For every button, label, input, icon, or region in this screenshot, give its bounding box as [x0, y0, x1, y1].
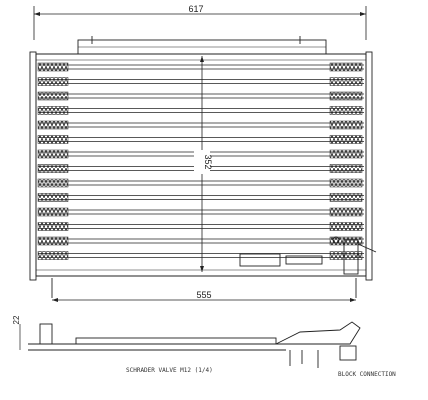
tube-row	[37, 251, 364, 260]
tube-rows	[37, 62, 364, 260]
core-height-label: 352	[203, 154, 213, 169]
tube-row	[37, 91, 364, 101]
tube-row	[37, 120, 364, 130]
thickness-label: 22	[12, 315, 21, 324]
schrader-valve-note: SCHRADER VALVE M12 (1/4)	[126, 367, 213, 374]
core-width-label: 555	[196, 290, 211, 300]
tube-row	[37, 193, 364, 202]
side-view	[19, 321, 361, 368]
tube-row	[37, 62, 364, 72]
left-header-tank	[29, 51, 37, 281]
core-height-dimension: 352	[194, 56, 213, 272]
tube-row	[37, 106, 364, 115]
tube-row	[37, 222, 364, 231]
overall-width-dimension: 617	[33, 4, 367, 40]
tube-row	[37, 236, 364, 246]
overall-width-label: 617	[188, 4, 203, 14]
lower-fittings	[51, 253, 357, 298]
right-header-tank	[332, 51, 377, 281]
block-connection-note: BLOCK CONNECTION	[338, 371, 396, 378]
tube-row	[37, 135, 364, 144]
top-bracket	[77, 36, 327, 55]
tube-row	[37, 178, 364, 188]
tube-row	[37, 77, 364, 86]
core-width-dimension: 555	[52, 290, 356, 302]
tube-row	[37, 207, 364, 217]
